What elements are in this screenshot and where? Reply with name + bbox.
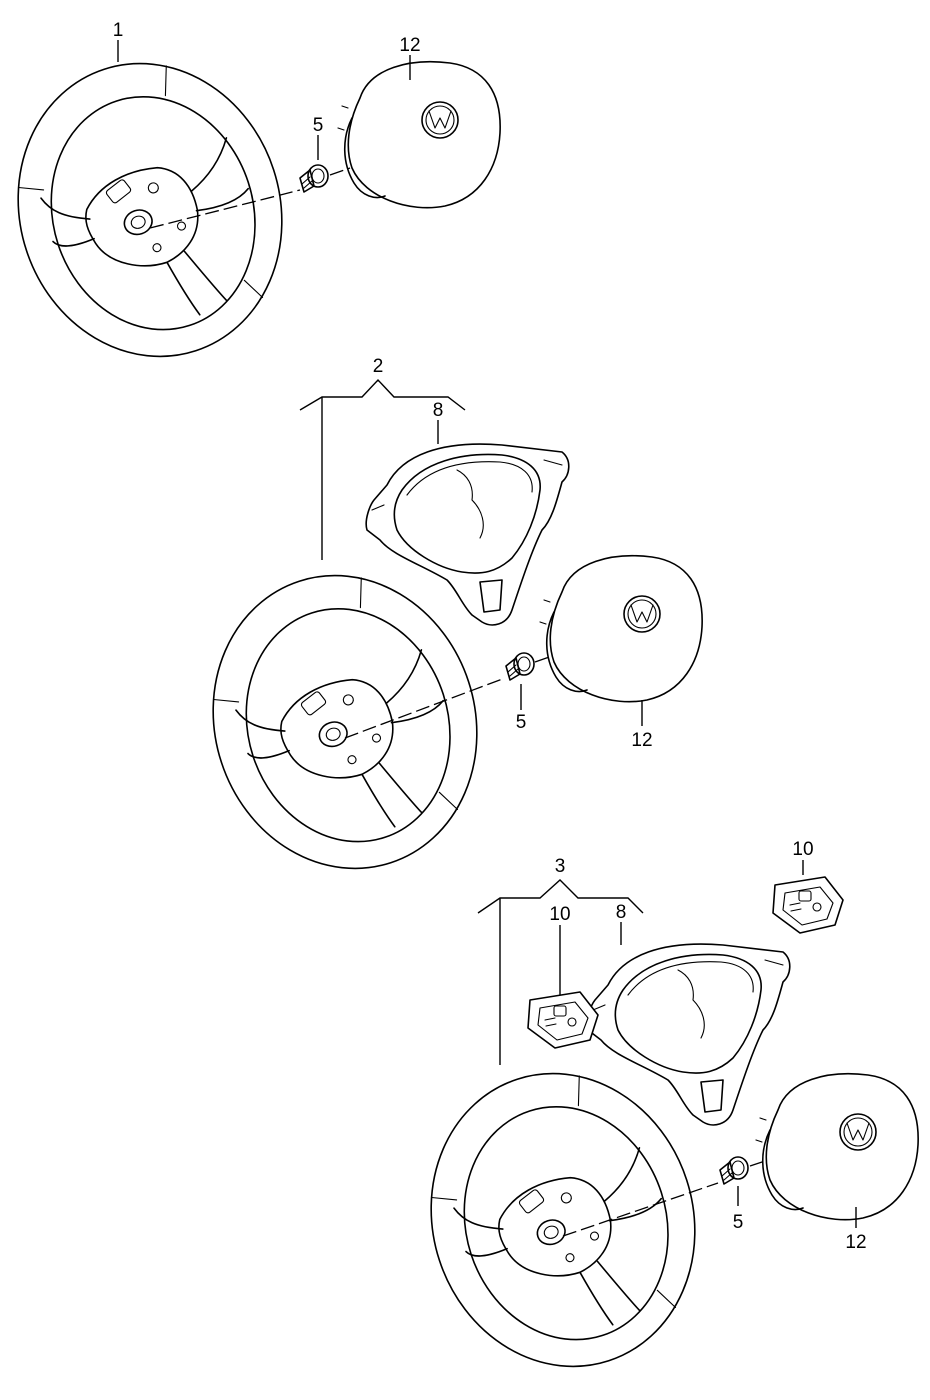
assembly-axis	[534, 655, 553, 663]
callout-12: 12	[845, 1232, 866, 1253]
assembly-axis	[344, 677, 506, 739]
group-3: 3 10 8 10 5 12	[392, 839, 919, 1400]
callout-10: 10	[792, 839, 813, 860]
multifunction-switch-icon[interactable]	[527, 991, 599, 1049]
callout-2: 2	[373, 356, 384, 377]
assembly-axis	[149, 189, 301, 229]
callout-5: 5	[516, 712, 527, 733]
screw-icon[interactable]	[299, 164, 329, 193]
airbag-module-icon[interactable]	[337, 60, 501, 209]
callout-5: 5	[313, 115, 324, 136]
group-1: 1 5 12	[0, 20, 501, 392]
callout-8: 8	[433, 400, 444, 421]
assembly-axis	[562, 1182, 719, 1237]
callout-12: 12	[631, 730, 652, 751]
callout-1: 1	[113, 20, 124, 41]
screw-icon[interactable]	[719, 1156, 749, 1185]
callout-8: 8	[616, 902, 627, 923]
callout-5: 5	[733, 1212, 744, 1233]
trim-cover-icon[interactable]	[365, 443, 570, 626]
trim-cover-icon[interactable]	[586, 943, 791, 1126]
callout-10: 10	[549, 904, 570, 925]
airbag-module-icon[interactable]	[539, 554, 703, 703]
callout-3: 3	[555, 856, 566, 877]
multifunction-switch-icon[interactable]	[772, 876, 844, 934]
assembly-axis	[749, 1159, 769, 1167]
airbag-module-icon[interactable]	[755, 1072, 919, 1221]
callout-12: 12	[399, 35, 420, 56]
steering-wheel-icon[interactable]	[0, 28, 321, 392]
group-2: 2 8 5 12	[174, 356, 703, 904]
screw-icon[interactable]	[505, 652, 535, 681]
assembly-axis	[329, 167, 351, 176]
